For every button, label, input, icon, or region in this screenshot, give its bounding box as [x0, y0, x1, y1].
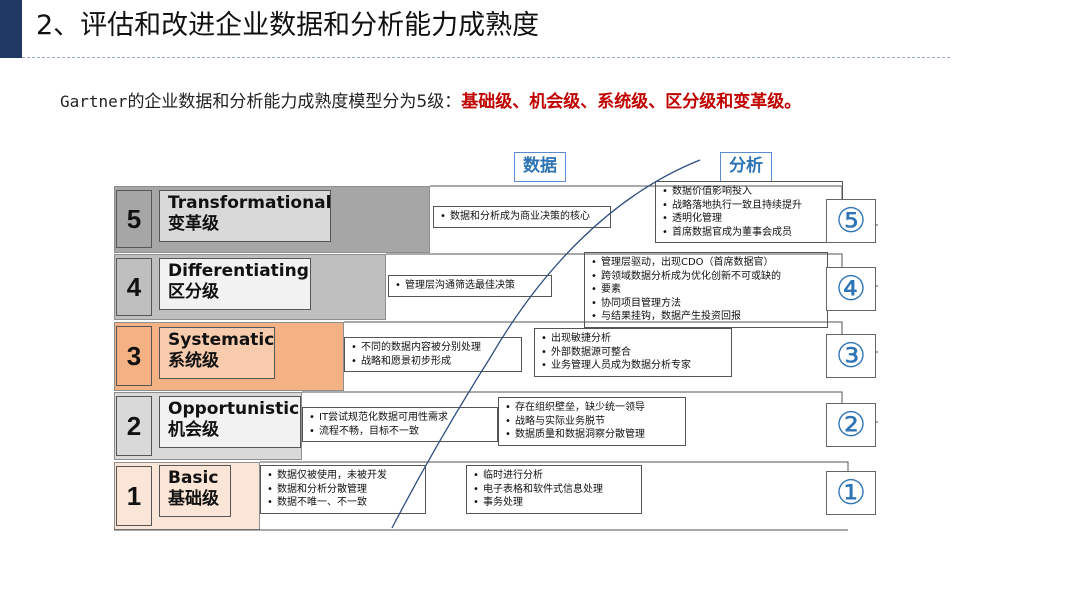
level-4-connector: [386, 253, 878, 287]
level-4-badge: ④: [826, 267, 876, 311]
level-1-name: Basic 基础级: [159, 465, 231, 517]
level-3-data-box: 不同的数据内容被分别处理 战略和愿景初步形成: [344, 337, 522, 372]
level-4-analytics-wrap: 要素: [601, 284, 621, 295]
intro-lead-latin: Gartner: [60, 92, 128, 111]
maturity-s-curve: [391, 159, 701, 529]
level-4-name: Differentiating 区分级: [159, 258, 311, 310]
level-5-name-en: Transformational: [168, 193, 332, 213]
level-2-data-box: IT尝试规范化数据可用性需求 流程不畅，目标不一致: [302, 407, 498, 442]
level-4-name-en: Differentiating: [168, 261, 309, 281]
level-3-analytics-point: 外部数据源可整合: [541, 346, 727, 360]
level-3-name-zh: 系统级: [168, 351, 219, 371]
level-2-connector: [302, 391, 878, 423]
intro-sentence: Gartner的企业数据和分析能力成熟度模型分为5级：基础级、机会级、系统级、区…: [60, 90, 801, 114]
level-3-analytics-box: 出现敏捷分析 外部数据源可整合 业务管理人员成为数据分析专家: [534, 328, 732, 377]
level-5-badge: ⑤: [826, 199, 876, 243]
title-divider: [22, 57, 950, 58]
level-5-analytics-box: 数据价值影响投入 战略落地执行一致且持续提升 透明化管理 首席数据官成为董事会成…: [655, 181, 843, 243]
level-3-badge: ③: [826, 334, 876, 378]
level-4-name-zh: 区分级: [168, 282, 219, 302]
level-2-analytics-point: 数据质量和数据洞察分散管理: [505, 428, 681, 442]
level-3-name: Systematic 系统级: [159, 327, 275, 379]
intro-levels: 基础级、机会级、系统级、区分级和变革级。: [461, 92, 802, 112]
level-2-name-en: Opportunistic: [168, 399, 300, 419]
level-5-name-zh: 变革级: [168, 214, 219, 234]
level-5-connector: [430, 185, 878, 226]
level-2-data-point: 流程不畅，目标不一致: [309, 425, 493, 439]
level-4-analytics-point: 管理层驱动，出现CDO（首席数据官）: [591, 256, 823, 270]
level-5-analytics-point: 数据价值影响投入: [662, 185, 838, 199]
level-5-analytics-point: 首席数据官成为董事会成员: [662, 226, 838, 240]
column-label-data: 数据: [514, 152, 566, 182]
level-5-name: Transformational 变革级: [159, 190, 331, 242]
level-4-analytics-point: 要素: [591, 283, 823, 297]
level-4-number: 4: [116, 258, 152, 316]
level-1-name-en: Basic: [168, 468, 219, 488]
level-1-analytics-point: 电子表格和软件式信息处理: [473, 483, 637, 497]
level-1-name-zh: 基础级: [168, 489, 219, 509]
level-1-analytics-point: 临时进行分析: [473, 469, 637, 483]
level-5-data-point: 数据和分析成为商业决策的核心: [440, 210, 606, 224]
level-3-connector: [344, 321, 878, 353]
level-2-data-point: IT尝试规范化数据可用性需求: [309, 411, 493, 425]
level-1-data-point: 数据和分析分散管理: [267, 483, 421, 497]
level-1-data-box: 数据仅被使用，未被开发 数据和分析分散管理 数据不唯一、不一致: [260, 465, 426, 514]
level-2-analytics-point: 存在组织壁垒，缺少统一领导: [505, 401, 681, 415]
level-4-analytics-point: 协同项目管理方法: [591, 297, 823, 311]
level-3-number: 3: [116, 326, 152, 386]
level-2-analytics-point: 战略与实际业务脱节: [505, 415, 681, 429]
level-3-data-point: 不同的数据内容被分别处理: [351, 341, 517, 355]
level-1-connector: [260, 461, 849, 476]
level-4-data-box: 管理层沟通筛选最佳决策: [388, 275, 552, 297]
level-2-badge: ②: [826, 403, 876, 447]
intro-lead-text: 的企业数据和分析能力成熟度模型分为5级：: [127, 92, 462, 112]
level-4-data-point: 管理层沟通筛选最佳决策: [395, 279, 547, 293]
title-accent-bar: [0, 0, 22, 58]
level-4-analytics-point: 与结果挂钩，数据产生投资回报: [591, 310, 823, 324]
level-1-badge: ①: [826, 471, 876, 515]
level-2-number: 2: [116, 396, 152, 456]
level-3-data-point: 战略和愿景初步形成: [351, 355, 517, 369]
page-title: 2、评估和改进企业数据和分析能力成熟度: [36, 10, 540, 41]
level-1-data-point: 数据仅被使用，未被开发: [267, 469, 421, 483]
level-4-analytics-point: 跨领域数据分析成为优化创新不可或缺的: [591, 270, 823, 284]
column-label-analytics: 分析: [720, 152, 772, 182]
level-1-number: 1: [116, 466, 152, 526]
level-5-number: 5: [116, 190, 152, 248]
level-2-analytics-box: 存在组织壁垒，缺少统一领导 战略与实际业务脱节 数据质量和数据洞察分散管理: [498, 397, 686, 446]
level-3-analytics-point: 业务管理人员成为数据分析专家: [541, 359, 727, 373]
level-1-analytics-box: 临时进行分析 电子表格和软件式信息处理 事务处理: [466, 465, 642, 514]
level-1-data-point: 数据不唯一、不一致: [267, 496, 421, 510]
level-1-analytics-point: 事务处理: [473, 496, 637, 510]
level-2-name: Opportunistic 机会级: [159, 396, 301, 448]
level-5-analytics-point: 战略落地执行一致且持续提升: [662, 199, 838, 213]
intro-lead: Gartner的企业数据和分析能力成熟度模型分为5级：: [60, 92, 461, 112]
level-5-analytics-point: 透明化管理: [662, 212, 838, 226]
level-5-data-box: 数据和分析成为商业决策的核心: [433, 206, 611, 228]
level-4-analytics-box: 管理层驱动，出现CDO（首席数据官） 跨领域数据分析成为优化创新不可或缺的 要素…: [584, 252, 828, 328]
level-2-name-zh: 机会级: [168, 420, 219, 440]
level-3-analytics-point: 出现敏捷分析: [541, 332, 727, 346]
level-3-name-en: Systematic: [168, 330, 275, 350]
